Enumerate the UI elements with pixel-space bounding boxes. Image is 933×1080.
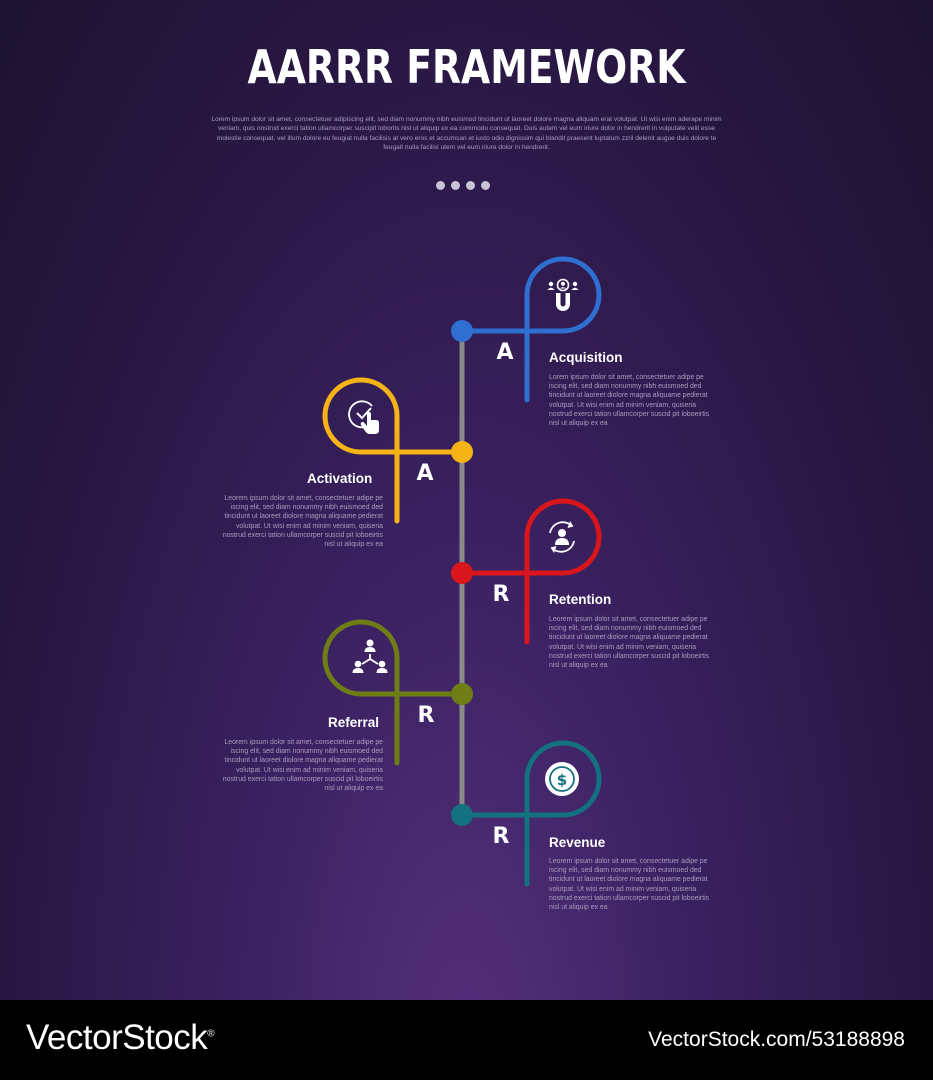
stage-loop-retention: [470, 498, 602, 645]
dollar-coin-icon: $: [545, 762, 579, 796]
dot: [436, 181, 445, 190]
page-title: AARRR FRAMEWORK: [247, 40, 686, 94]
stage-text-activation: Leorem ipsum dolor sit amet, consectetue…: [222, 495, 383, 549]
image-reference: VectorStock.com/53188898: [648, 1028, 905, 1051]
dot: [481, 181, 490, 190]
timeline-node-retention: [451, 562, 473, 584]
brand-name: VectorStock: [26, 1018, 208, 1057]
dot: [466, 181, 475, 190]
stage-loop-acquisition: [470, 256, 602, 403]
stage-letter-retention: R: [492, 582, 510, 607]
stage-loop-referral: [322, 619, 454, 766]
stage-letter-revenue: R: [492, 824, 510, 849]
user-magnet-icon: [547, 278, 579, 311]
stage-title-activation: Activation: [307, 471, 373, 486]
registered-mark: ®: [207, 1028, 215, 1040]
brand-logo: VectorStock®: [26, 1018, 215, 1058]
decorative-dots: [436, 177, 496, 190]
svg-text:$: $: [557, 771, 567, 789]
stage-letter-acquisition: A: [496, 340, 514, 365]
user-refresh-icon: [549, 521, 575, 553]
aarrr-timeline-diagram: [322, 256, 602, 887]
stage-loop-revenue: [470, 740, 602, 887]
timeline-node-revenue: [451, 804, 473, 826]
intro-paragraph: Lorem ipsum dolor sit amet, consectetuer…: [211, 116, 722, 151]
dot: [451, 181, 460, 190]
footer-bar: VectorStock® VectorStock.com/53188898: [0, 1000, 933, 1080]
timeline-node-acquisition: [451, 320, 473, 342]
stage-title-retention: Retention: [549, 592, 612, 607]
stage-title-acquisition: Acquisition: [549, 350, 623, 365]
stage-letter-referral: R: [417, 703, 435, 728]
check-pointer-icon: [348, 400, 379, 434]
stage-letter-activation: A: [416, 461, 434, 486]
stage-text-acquisition: Lorem ipsum dolor sit amet, consectetuer…: [549, 374, 710, 428]
referral-network-icon: [352, 639, 388, 673]
stage-loop-activation: [322, 377, 454, 524]
stage-title-referral: Referral: [328, 715, 380, 730]
stage-text-referral: Leorem ipsum dolor sit amet, consectetue…: [222, 739, 383, 793]
stage-text-retention: Leorem ipsum dolor sit amet, consectetue…: [549, 616, 710, 670]
timeline-node-activation: [451, 441, 473, 463]
timeline-node-referral: [451, 683, 473, 705]
stage-text-revenue: Leorem ipsum dolor sit amet, consectetue…: [549, 858, 710, 912]
infographic-canvas: AARRR FRAMEWORK Lorem ipsum dolor sit am…: [0, 0, 933, 1000]
stage-title-revenue: Revenue: [549, 835, 606, 850]
